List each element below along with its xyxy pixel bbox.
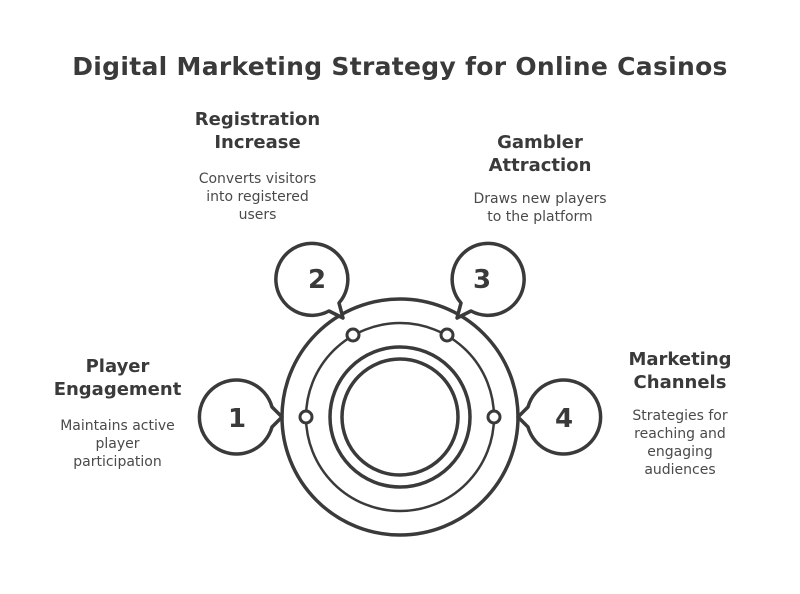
step-3-heading: Gambler Attraction (488, 132, 592, 176)
step-2-description: Converts visitors into registered users (198, 171, 317, 223)
step-4-heading: Marketing Channels (628, 349, 732, 393)
bubble-4 (516, 378, 603, 456)
orbit-node-4 (486, 409, 502, 425)
step-3-number: 3 (473, 265, 491, 295)
outer-ring (280, 297, 520, 537)
step-1-heading: Player Engagement (53, 356, 182, 400)
step-4-number: 4 (555, 404, 573, 434)
orbit-node-2 (345, 327, 361, 343)
step-3-description: Draws new players to the platform (473, 191, 607, 225)
orbit-node-3 (439, 327, 455, 343)
inner-core-inner (340, 357, 460, 477)
step-1-number: 1 (228, 404, 246, 434)
step-1-description: Maintains active player participation (60, 418, 175, 470)
bubble-3 (450, 241, 526, 320)
bubble-2 (274, 241, 350, 320)
inner-core-outer (328, 345, 472, 489)
diagram-title: Digital Marketing Strategy for Online Ca… (72, 52, 728, 81)
step-2-heading: Registration Increase (194, 109, 321, 153)
orbit-node-1 (298, 409, 314, 425)
step-2-number: 2 (308, 265, 326, 295)
step-4-description: Strategies for reaching and engaging aud… (632, 408, 728, 478)
orbit-track (304, 321, 496, 513)
bubble-1 (197, 378, 284, 456)
